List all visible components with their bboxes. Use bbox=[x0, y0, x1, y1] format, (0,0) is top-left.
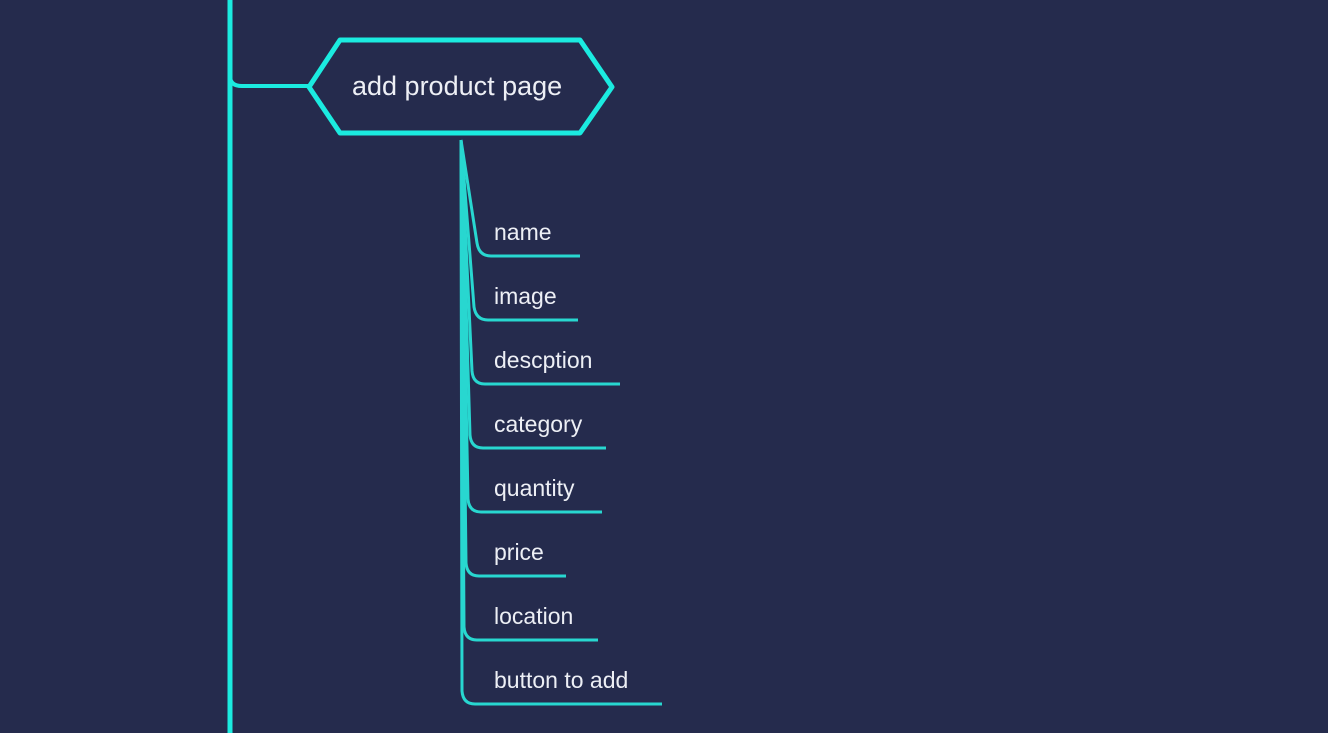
branch-line-quantity bbox=[459, 139, 602, 514]
branch-line-category bbox=[459, 139, 606, 450]
branch-line-location bbox=[459, 139, 598, 642]
branch-label-price[interactable]: price bbox=[494, 539, 544, 565]
branch-line-name bbox=[459, 139, 580, 258]
branch-label-descption[interactable]: descption bbox=[494, 347, 593, 373]
branch-label-location[interactable]: location bbox=[494, 603, 574, 629]
branch-label-quantity[interactable]: quantity bbox=[494, 475, 575, 501]
root-connector bbox=[228, 62, 312, 88]
root-node-label[interactable]: add product page bbox=[352, 71, 563, 101]
branch-label-image[interactable]: image bbox=[494, 283, 557, 309]
branch-label-category[interactable]: category bbox=[494, 411, 583, 437]
branch-line-button-to-add bbox=[459, 139, 662, 706]
branch-label-button-to-add[interactable]: button to add bbox=[494, 667, 629, 693]
branch-line-descption bbox=[459, 139, 620, 386]
branch-line-image bbox=[459, 139, 578, 322]
branch-line-price bbox=[459, 139, 566, 578]
branch-label-name[interactable]: name bbox=[494, 219, 552, 245]
root-hexagon bbox=[306, 37, 615, 136]
